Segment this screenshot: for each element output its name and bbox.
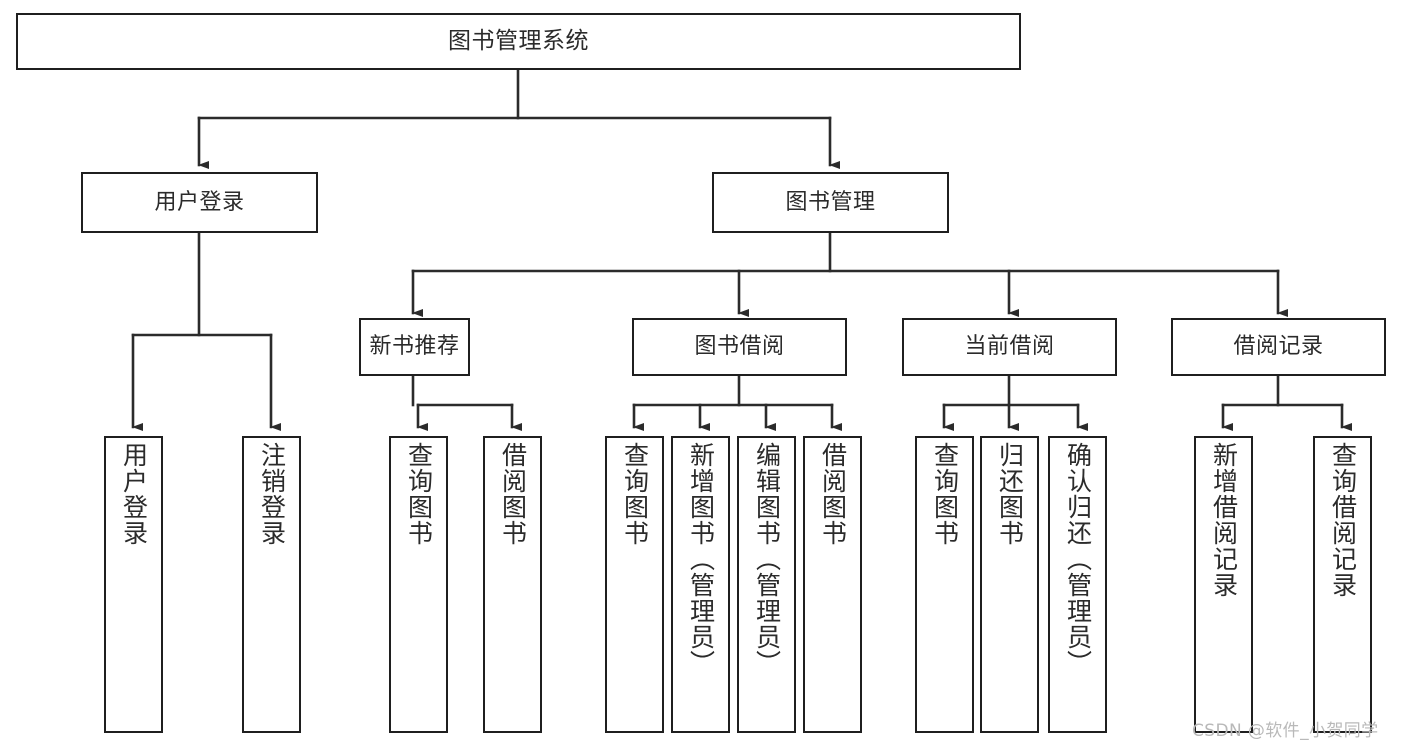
leaf-borrow-record-query[interactable]: 查询借阅记录 [1313, 436, 1372, 733]
leaf-user-login-logout[interactable]: 注销登录 [242, 436, 301, 733]
node-label: 借阅图书 [498, 442, 528, 546]
leaf-new-book-borrow[interactable]: 借阅图书 [483, 436, 542, 733]
leaf-borrow-record-add[interactable]: 新增借阅记录 [1194, 436, 1253, 733]
leaf-current-borrow-query[interactable]: 查询图书 [915, 436, 974, 733]
node-book-management[interactable]: 图书管理 [712, 172, 949, 233]
leaf-current-borrow-confirm-return[interactable]: 确认归还（管理员） [1048, 436, 1107, 733]
node-label: 确认归还（管理员） [1063, 442, 1093, 676]
node-label: 借阅记录 [1233, 334, 1324, 360]
node-label: 新增图书（管理员） [686, 442, 716, 676]
node-label: 当前借阅 [964, 334, 1055, 360]
leaf-book-borrow-borrow[interactable]: 借阅图书 [803, 436, 862, 733]
node-book-borrow[interactable]: 图书借阅 [632, 318, 847, 376]
csdn-watermark: CSDN @软件_小贺同学 [1192, 721, 1379, 741]
node-label: 查询图书 [620, 442, 650, 546]
node-label: 图书管理系统 [448, 28, 589, 55]
node-label: 编辑图书（管理员） [752, 442, 782, 676]
node-root-system[interactable]: 图书管理系统 [16, 13, 1021, 70]
leaf-new-book-query[interactable]: 查询图书 [389, 436, 448, 733]
leaf-book-borrow-add[interactable]: 新增图书（管理员） [671, 436, 730, 733]
node-current-borrow[interactable]: 当前借阅 [902, 318, 1117, 376]
node-label: 新增借阅记录 [1209, 442, 1239, 598]
node-label: 查询图书 [404, 442, 434, 546]
node-label: 借阅图书 [818, 442, 848, 546]
leaf-book-borrow-query[interactable]: 查询图书 [605, 436, 664, 733]
node-label: 图书借阅 [694, 334, 785, 360]
node-label: 归还图书 [995, 442, 1025, 546]
node-label: 新书推荐 [369, 334, 460, 360]
node-user-login[interactable]: 用户登录 [81, 172, 318, 233]
node-label: 查询借阅记录 [1328, 442, 1358, 598]
leaf-user-login-login[interactable]: 用户登录 [104, 436, 163, 733]
node-label: 用户登录 [119, 442, 149, 546]
leaf-current-borrow-return[interactable]: 归还图书 [980, 436, 1039, 733]
node-new-book-recommend[interactable]: 新书推荐 [359, 318, 470, 376]
leaf-book-borrow-edit[interactable]: 编辑图书（管理员） [737, 436, 796, 733]
node-label: 用户登录 [154, 189, 245, 215]
node-label: 注销登录 [257, 442, 287, 546]
node-label: 图书管理 [785, 189, 876, 215]
node-label: 查询图书 [930, 442, 960, 546]
node-borrow-record[interactable]: 借阅记录 [1171, 318, 1386, 376]
